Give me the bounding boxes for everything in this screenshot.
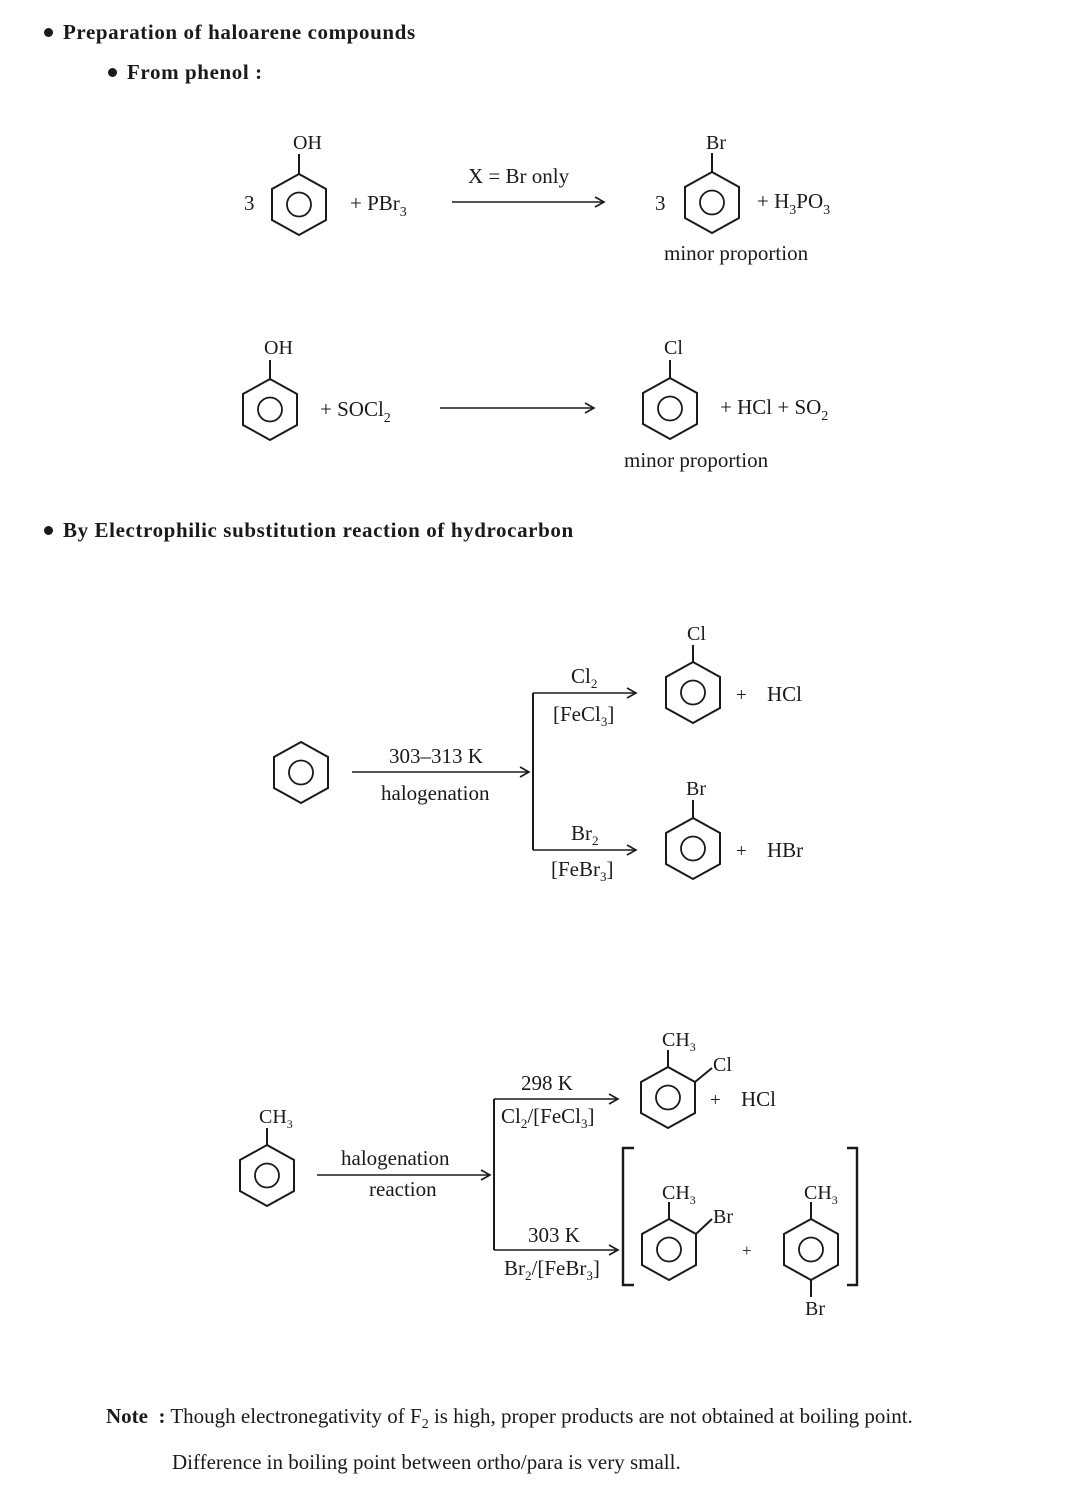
phenol-ring-icon (242, 360, 298, 442)
plus-sign: + (736, 685, 747, 706)
reagent-label: Cl2/[FeCl3] (501, 1104, 595, 1131)
heading-text: By Electrophilic substitution reaction o… (63, 518, 574, 542)
temperature-label: 298 K (521, 1071, 573, 1095)
plus-sign: + (742, 1241, 752, 1260)
note-line-2: Difference in boiling point between orth… (172, 1450, 681, 1474)
product-note: minor proportion (664, 241, 809, 265)
plus-sign: + (736, 841, 747, 862)
chlorobenzene-ring-icon (665, 645, 721, 725)
reagent-label: + SOCl2 (320, 397, 391, 426)
condition-label: X = Br only (468, 164, 570, 188)
note-subscript: 2 (421, 1417, 429, 1433)
subheading-text: From phenol : (127, 60, 263, 84)
condition-top: 303–313 K (389, 744, 483, 768)
product-note: minor proportion (624, 448, 769, 472)
bullet-icon (44, 525, 53, 535)
catalyst-label: [FeBr3] (551, 857, 614, 884)
benzene-ring-icon (273, 740, 329, 805)
bromobenzene-ring-icon (665, 800, 721, 881)
substituent-label: Br (805, 1298, 825, 1320)
substituent-label: Br (713, 1206, 733, 1228)
substituent-label: CH3 (662, 1029, 696, 1054)
section-heading-electrophilic: By Electrophilic substitution reaction o… (44, 518, 574, 543)
substituent-label: OH (293, 132, 322, 154)
condition-top: halogenation (341, 1146, 450, 1170)
heading-text: Preparation of haloarene compounds (63, 20, 416, 44)
substituent-label: OH (264, 337, 293, 359)
note-text: Though electronegativity of F (170, 1404, 422, 1428)
reagent-label: + PBr3 (350, 191, 407, 220)
o-bromotoluene-ring-icon (641, 1202, 713, 1282)
bracket-left (621, 1146, 634, 1287)
byproduct-label: + H3PO3 (757, 189, 830, 218)
reagent-label: Br2 (571, 821, 599, 848)
condition-bottom: reaction (369, 1177, 437, 1201)
byproduct-label: HCl (741, 1087, 776, 1111)
substituent-label: Cl (664, 337, 683, 359)
note-text: is high, proper products are not obtaine… (428, 1404, 913, 1428)
note-colon: : (158, 1404, 166, 1428)
condition-bottom: halogenation (381, 781, 490, 805)
substituent-label: Cl (687, 623, 706, 645)
chlorobenzene-ring-icon (642, 360, 698, 441)
temperature-label: 303 K (528, 1223, 580, 1247)
substituent-label: CH3 (662, 1182, 696, 1207)
bracket-right (847, 1146, 859, 1287)
reaction-benzene-halogenation: 303–313 K halogenation Cl2 [FeCl3] Cl + … (273, 623, 803, 884)
substituent-label: Cl (713, 1054, 732, 1076)
note-line-1: Note : Though electronegativity of F2 is… (106, 1404, 913, 1433)
plus-sign: + (710, 1090, 721, 1111)
subheading-from-phenol: From phenol : (108, 60, 263, 85)
note-label: Note (106, 1404, 148, 1428)
o-chlorotoluene-ring-icon (640, 1050, 713, 1130)
substituent-label: CH3 (259, 1106, 293, 1131)
reagent-label: Cl2 (571, 664, 597, 691)
phenol-ring-icon (271, 154, 327, 237)
coefficient: 3 (655, 191, 666, 215)
reagent-label: Br2/[FeBr3] (504, 1256, 600, 1283)
reaction-phenol-pbr3: 3 OH + PBr3 X = Br only 3 Br + H3PO3 min… (244, 132, 830, 265)
byproduct-label: HBr (767, 838, 803, 862)
bullet-icon (44, 27, 53, 37)
substituent-label: Br (706, 132, 726, 154)
section-heading-preparation: Preparation of haloarene compounds (44, 20, 416, 45)
reaction-toluene-halogenation: CH3 halogenation reaction 298 K Cl2/[FeC… (239, 1029, 859, 1320)
coefficient: 3 (244, 191, 255, 215)
bromobenzene-ring-icon (684, 153, 740, 235)
reaction-phenol-socl2: OH + SOCl2 Cl + HCl + SO2 minor proporti… (242, 337, 828, 472)
catalyst-label: [FeCl3] (553, 702, 614, 729)
substituent-label: CH3 (804, 1182, 838, 1207)
toluene-ring-icon (239, 1128, 295, 1208)
p-bromotoluene-ring-icon (783, 1202, 839, 1297)
byproduct-label: + HCl + SO2 (720, 395, 828, 424)
substituent-label: Br (686, 778, 706, 800)
byproduct-label: HCl (767, 682, 802, 706)
bullet-icon (108, 67, 117, 77)
